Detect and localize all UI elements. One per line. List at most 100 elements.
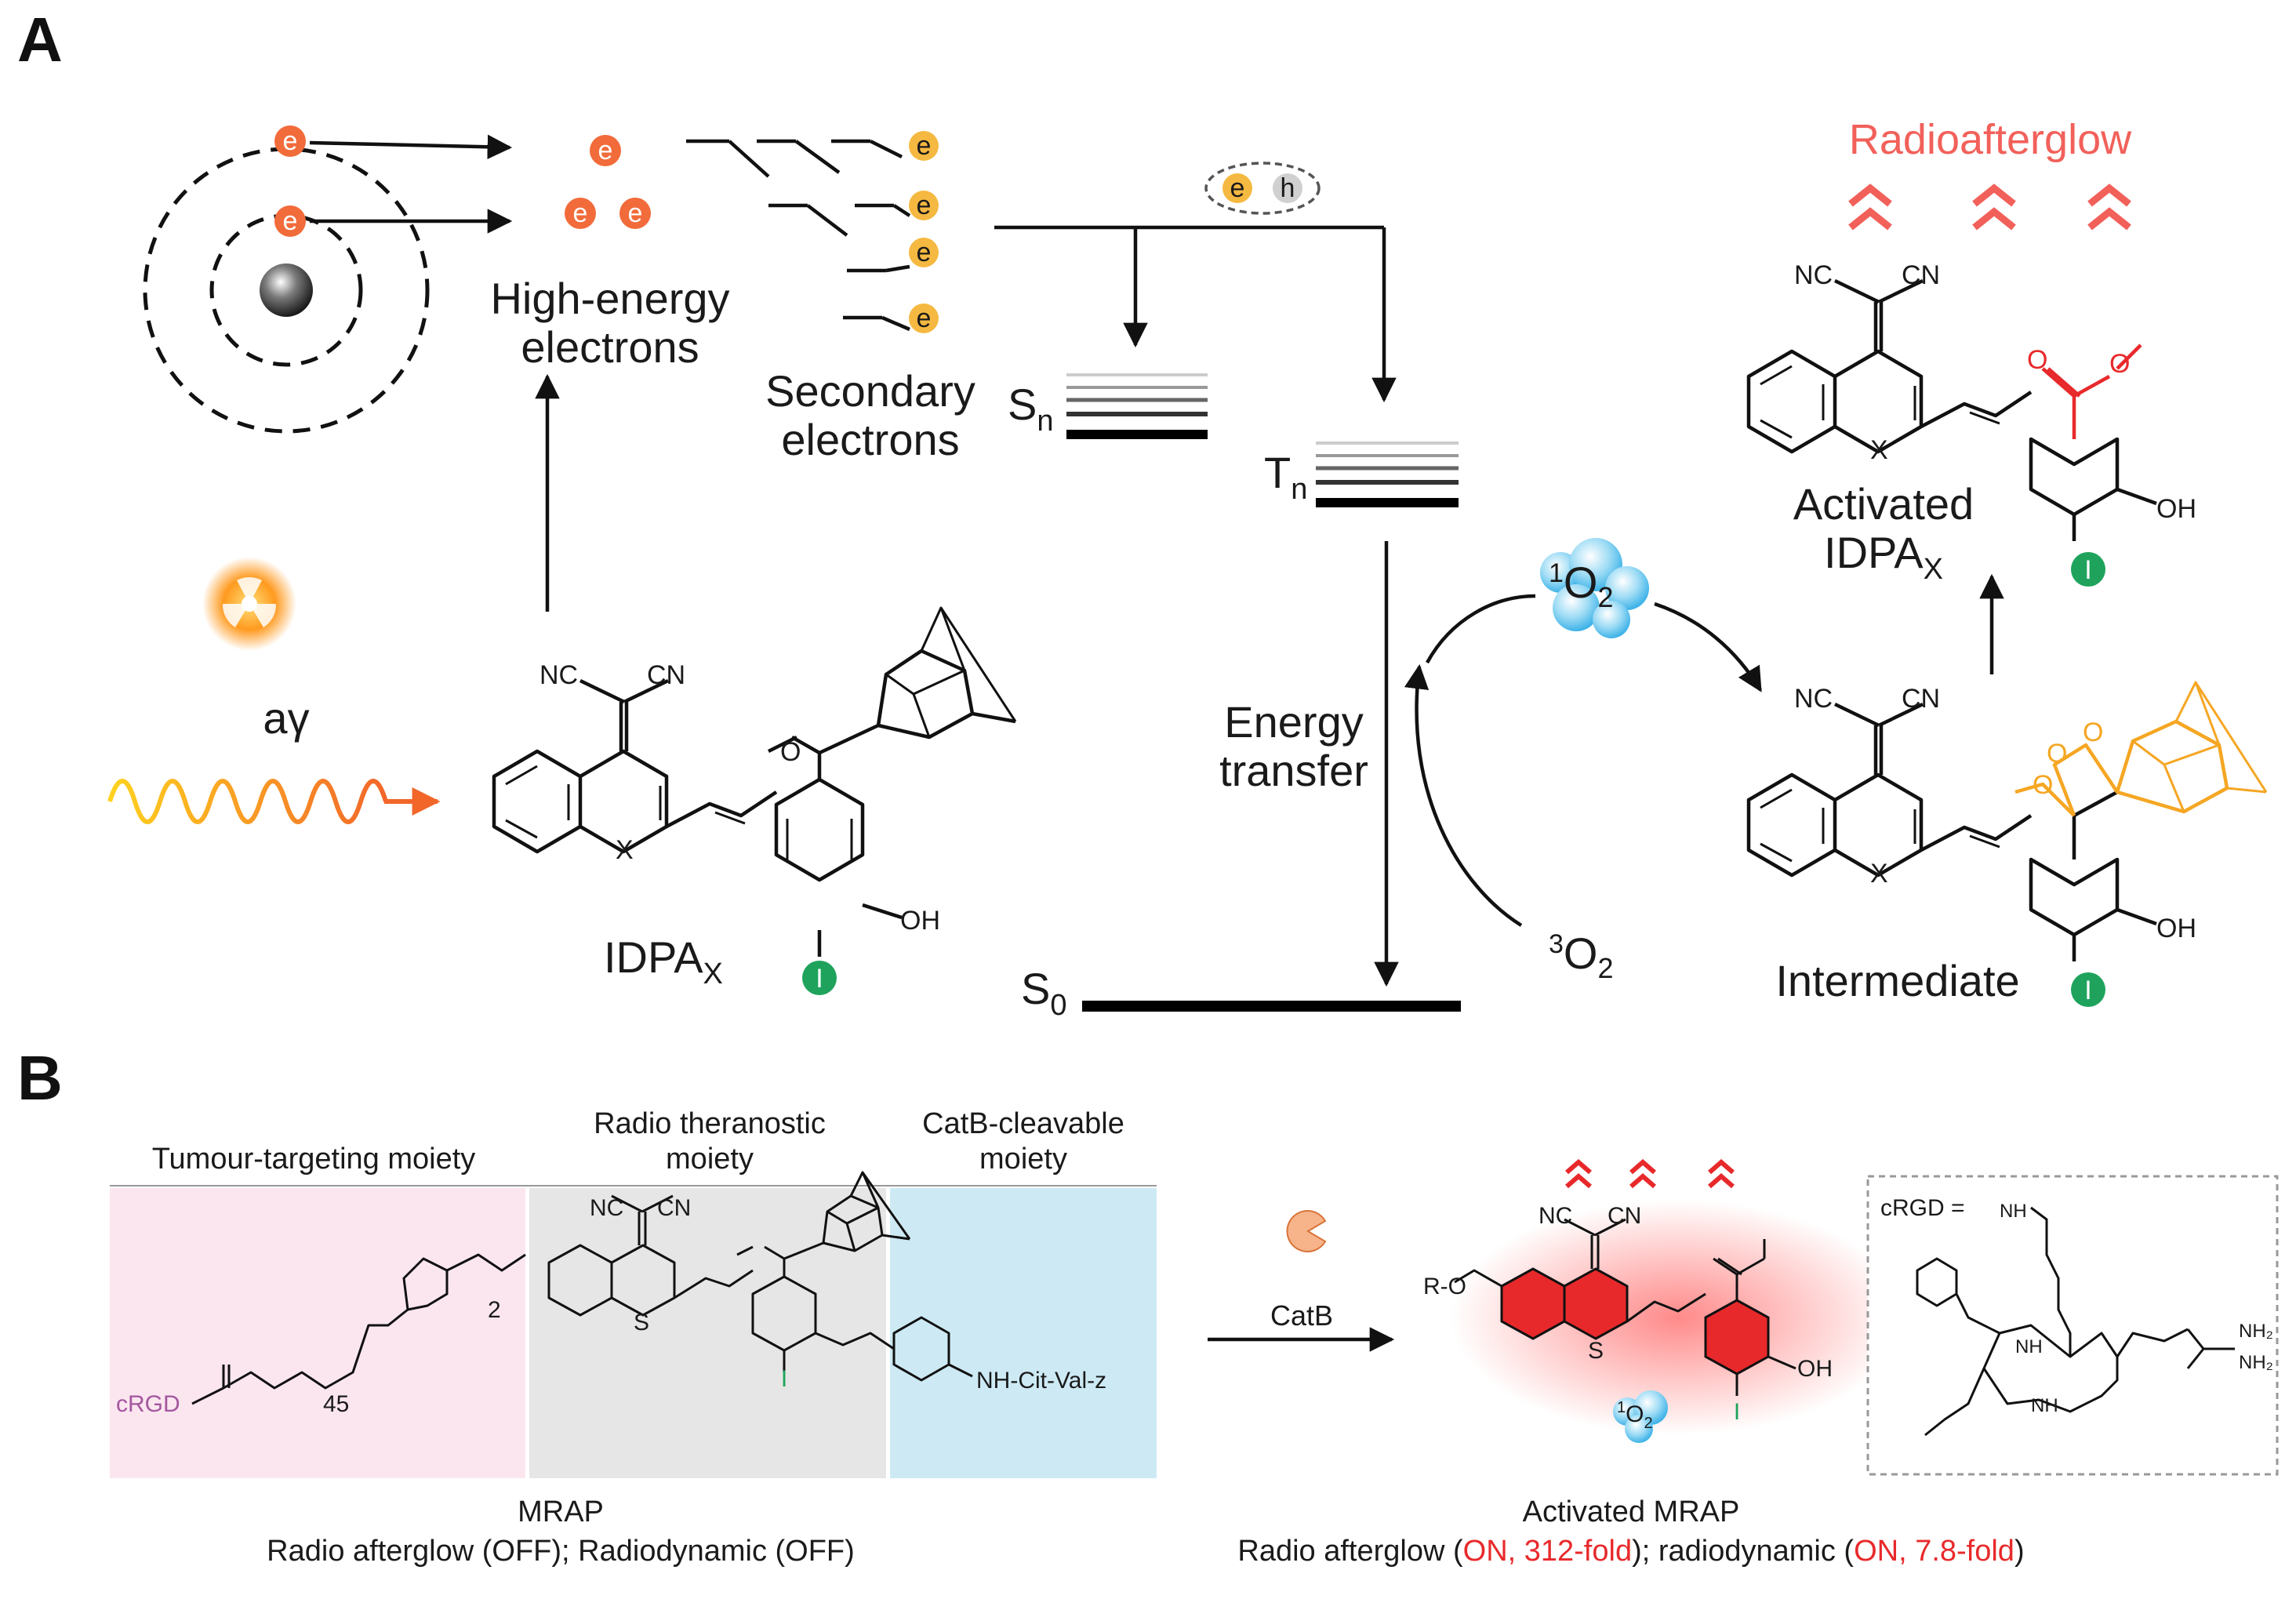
idpa-cn: CN [647,660,685,690]
triplet-to-singlet-arc [1404,663,1523,927]
crgd-nh-top: NH [2000,1201,2027,1222]
energy-transfer-label-1: Energy [1224,697,1363,747]
svg-text:e: e [917,303,932,333]
activated-label-2: IDPAX [1824,528,1943,586]
arc-top-left [1426,594,1536,664]
activated-mrap-structure [1454,1218,1796,1396]
sn-levels [1066,373,1208,439]
secondary-electron-cascade [686,139,911,332]
act-mrap-chevron-icons [1565,1159,1735,1189]
high-energy-electrons: e e e [565,135,651,229]
crgd-eq-label: cRGD = [1880,1195,1965,1221]
catb-enzyme-icon [1286,1210,1327,1252]
electron-atom-inner: e [274,205,306,237]
linker-n-label: 2 [488,1297,501,1323]
afterglow-chevron-icons [1848,184,2131,231]
svg-text:e: e [1230,173,1245,203]
crgd-nh2-top: NH₂ [2239,1321,2273,1342]
idpa-o: O [780,737,801,767]
cleavable-region [890,1188,1157,1478]
crgd-inset-box [1866,1175,2279,1476]
svg-text:e: e [917,131,932,161]
activated-mrap-status: Radio afterglow (ON, 312-fold); radiodyn… [1237,1535,2024,1568]
idpa-nc: NC [539,660,578,690]
mrap-status: Radio afterglow (OFF); Radiodynamic (OFF… [267,1535,855,1568]
crgd-structure [1916,1206,2235,1437]
cleavable-moiety-label-2: moiety [979,1143,1067,1176]
mrap-title: MRAP [518,1495,604,1528]
high-energy-label-2: electrons [521,322,699,372]
panel-a-letter: A [17,5,63,74]
theranostic-region [529,1188,886,1478]
svg-text:e: e [917,191,932,220]
crgd-label: cRGD [116,1391,180,1417]
act-mrap-iodine: I [1734,1399,1740,1425]
act-x: X [1870,435,1888,465]
sn-label: Sn [1008,380,1054,438]
targeting-moiety-label: Tumour-targeting moiety [152,1143,476,1176]
secondary-label-2: electrons [781,415,959,464]
act-mrap-cn: CN [1608,1203,1641,1229]
mrap-structure [191,1171,973,1405]
tn-label: Tn [1264,448,1307,506]
r-o-label: R-O [1423,1274,1466,1299]
triplet-oxygen-label: 3O2 [1549,929,1614,984]
electron-atom-outer: e [274,125,306,157]
tn-levels [1316,442,1459,507]
cleavable-moiety-label-1: CatB-cleavable [922,1107,1124,1140]
ejection-arrow-1 [309,134,513,160]
mrap-nc: NC [590,1195,623,1221]
svg-text:e: e [283,206,298,236]
idpa-x: X [616,835,634,865]
svg-text:e: e [598,136,613,165]
singlet-oxygen-bubble-icon [1540,538,1649,638]
act-o-carbonyl: O [2027,345,2047,375]
int-nc: NC [1794,684,1833,714]
idpa-label: IDPAX [604,932,723,990]
svg-text:e: e [917,238,932,267]
act-mrap-s: S [1588,1338,1604,1364]
mrap-s-atom: S [634,1310,649,1336]
activated-mrap-title: Activated MRAP [1523,1495,1740,1528]
activated-glow [1451,1200,1905,1435]
svg-text:e: e [573,198,588,228]
act-o-ester: O [2109,349,2130,379]
electron-hole-pair: e h [1204,162,1321,215]
act-oh: OH [2156,494,2196,524]
nucleus-icon [260,263,313,317]
activated-label-1: Activated [1793,479,1974,529]
svg-text:h: h [1281,173,1295,203]
catb-label: CatB [1270,1299,1333,1332]
act-mrap-oxygen-label: 1O2 [1617,1399,1653,1432]
act-iodine [2071,552,2105,587]
high-energy-label-1: High-energy [490,274,729,323]
act-mrap-oxygen-bubble-icon [1613,1390,1668,1443]
int-cn: CN [1902,684,1940,714]
int-o-2: O [2047,739,2067,769]
int-o-1: O [2033,770,2053,800]
secondary-electrons: e e e e [909,131,939,333]
int-oh: OH [2156,914,2196,943]
int-o-3: O [2083,718,2103,747]
act-mrap-oh: OH [1797,1356,1833,1382]
svg-text:e: e [628,198,643,228]
act-mrap-nc: NC [1539,1203,1572,1229]
svg-text:I: I [2084,555,2091,585]
energy-transfer-label-2: transfer [1219,746,1368,795]
singlet-oxygen-label: 1O2 [1549,558,1614,613]
radiation-icon [202,557,296,651]
svg-text:I: I [816,964,823,994]
idpa-oh: OH [900,906,940,936]
idpa-structure [492,606,1017,957]
xray-wave [107,779,388,824]
mrap-cn: CN [657,1195,691,1221]
secondary-label-1: Secondary [765,366,975,416]
radioafterglow-label: Radioafterglow [1849,116,2132,163]
theranostic-moiety-label-1: Radio theranostic [594,1107,826,1140]
int-iodine [2071,972,2105,1007]
atom-diagram [143,147,430,434]
svg-text:e: e [283,126,298,156]
mrap-iodine: I [781,1366,787,1392]
